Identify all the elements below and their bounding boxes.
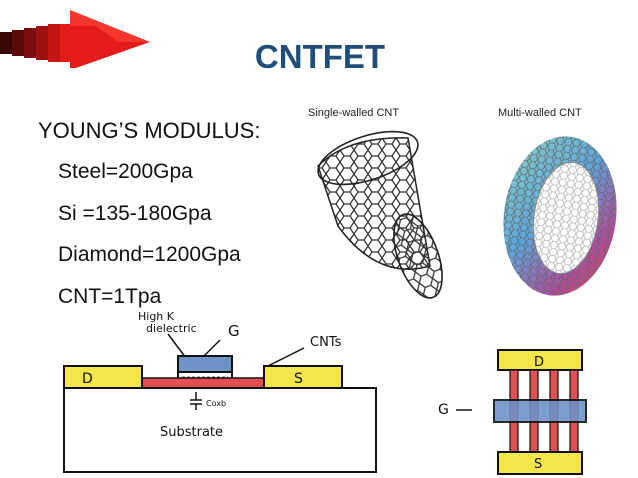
label-cox: Coxb <box>206 399 226 408</box>
label-cnts: CNTs <box>310 335 342 350</box>
bullet-cnt: CNT=1Tpa <box>58 285 162 308</box>
label-drain: D <box>82 371 93 387</box>
label-gate: G <box>228 322 240 340</box>
single-walled-cnt-icon <box>317 130 443 299</box>
label-single-walled: Single-walled CNT <box>308 107 399 119</box>
label-source: S <box>294 371 303 387</box>
cntfet-sketch: High K dielectric G CNTs D S Coxb Substr… <box>63 310 587 475</box>
bullet-steel: Steel=200Gpa <box>58 160 193 183</box>
multi-walled-cnt-icon <box>503 136 617 296</box>
label-multi-walled: Multi-walled CNT <box>498 107 582 119</box>
youngs-modulus-heading: YOUNG’S MODULUS: <box>38 118 261 143</box>
bullet-si: Si =135-180Gpa <box>58 202 212 225</box>
label-gate-top: G <box>438 402 449 418</box>
label-dielectric: dielectric <box>146 322 197 335</box>
label-high-k: High K <box>138 310 175 323</box>
bullet-diamond: Diamond=1200Gpa <box>58 243 241 266</box>
label-source-top: S <box>534 457 542 472</box>
label-substrate: Substrate <box>160 425 223 440</box>
label-drain-top: D <box>534 355 544 370</box>
slide-title: CNTFET <box>254 38 386 75</box>
logo-arrow-icon <box>0 10 150 68</box>
cnt-illustration: Single-walled CNT Multi-walled CNT <box>308 107 617 299</box>
